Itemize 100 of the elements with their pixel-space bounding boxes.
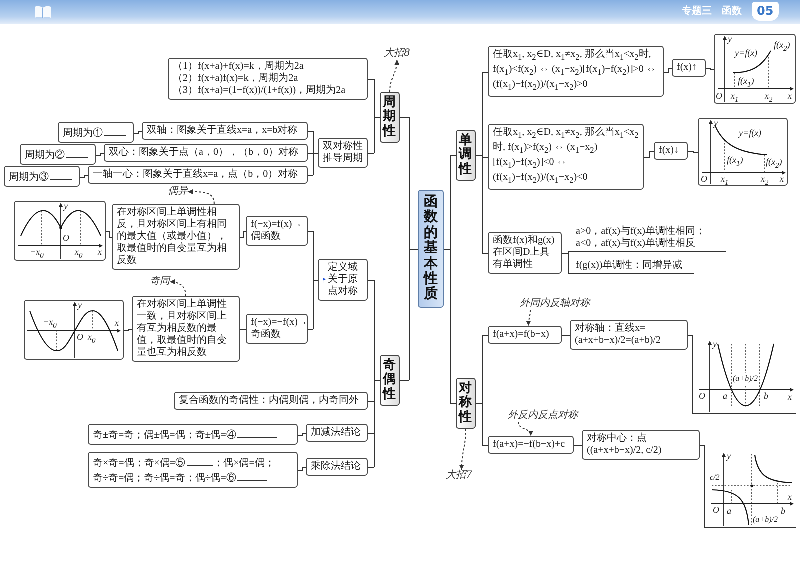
- handwritten-note: 大招8: [384, 48, 410, 60]
- underlined-topic: [574, 226, 726, 252]
- topic-box: [4, 166, 80, 187]
- topic-text: 定义域关于原点对称: [328, 262, 360, 298]
- dashed-arrow: [459, 428, 466, 470]
- connector-line: [240, 329, 246, 330]
- topic-text: （2）f(x+a)f(x)=k，周期为2a: [173, 73, 300, 85]
- topic-text: 在对称区间上单调性相反，且对称区间上有相同的最大值（或最小值），取最值时的自变量互为相反数: [117, 207, 228, 267]
- topic-box: [142, 122, 308, 140]
- connector-line: [574, 445, 582, 446]
- connector-line: [298, 467, 306, 471]
- axis-label: O: [701, 174, 708, 184]
- axis-label: f(x$_{1}$): [738, 76, 754, 90]
- axis-label: f(x$_{2}$): [766, 157, 782, 171]
- topic-box: [132, 296, 240, 362]
- central-topic-box: [418, 190, 444, 308]
- page-number: 05: [752, 2, 779, 21]
- topic-text: 双轴：图象关于直线x=a，x=b对称: [147, 125, 299, 137]
- connector-line: [400, 380, 410, 381]
- axis-label: b: [764, 391, 768, 401]
- topic-box: [654, 142, 688, 160]
- connector-line: [368, 153, 375, 154]
- topic-text: f(−x)=f(x)→偶函数: [251, 219, 303, 243]
- axis-label: y: [713, 339, 717, 349]
- dashed-arrow: [188, 189, 215, 204]
- topic-text: ；偶×偶=偶；: [214, 458, 275, 469]
- connector-line: [706, 68, 714, 70]
- topic-box: [488, 232, 562, 274]
- connector-line: [482, 335, 488, 336]
- dashed-arrow: [518, 422, 533, 436]
- topic-text: 奇÷奇=偶；奇÷偶=奇；偶÷偶=⑥: [93, 473, 236, 484]
- connector-line: [374, 79, 380, 154]
- topic-box: [246, 216, 308, 246]
- topic-text: 双心：图象关于点（a，0），（b，0）对称: [109, 147, 300, 159]
- topic-text: 周期为①: [63, 128, 103, 139]
- connector-line: [409, 117, 418, 381]
- connector-line: [308, 153, 314, 154]
- connector-line: [313, 131, 318, 176]
- connector-line: [568, 273, 574, 274]
- axis-label: y: [64, 201, 68, 211]
- topic-box: [582, 430, 700, 460]
- topic-box: [672, 59, 706, 77]
- topic-text: （1）f(x+a)+f(x)=k，周期为2a: [173, 61, 305, 72]
- connector-line: [644, 151, 654, 158]
- topic-box: [88, 166, 308, 184]
- axis-label: y=f(x): [739, 128, 762, 138]
- axis-label: c/2: [710, 473, 720, 483]
- branch-title: 奇偶性: [383, 359, 396, 402]
- underlined-topic: [574, 260, 694, 274]
- topic-box: [488, 436, 574, 454]
- topic-box: [246, 314, 308, 344]
- branch-title: 对称性: [459, 382, 472, 425]
- topic-text: a<0，af(x)与f(x)单调性相反: [576, 238, 696, 250]
- connector-line: [368, 433, 375, 434]
- header-text: 函数: [722, 6, 742, 18]
- topic-box: [174, 392, 368, 410]
- branch-title: 单调性: [459, 134, 472, 177]
- topic-box: [306, 424, 368, 442]
- axis-label: O: [713, 505, 720, 515]
- axis-label: a: [727, 506, 732, 516]
- connector-line: [308, 131, 314, 132]
- axis-label: x$_{2}$: [765, 91, 773, 105]
- topic-text: 任取x$_{1}$, x$_{2}$∈D, x$_{1}$≠x$_{2}$, 那么当x$_{1}$<x$_{2}$时, f(x$_{1}$)>f(x$_{2}$) ⇔ (x$_{1}$−x$_{2}$)[f(x$_{1}$)−f(x$_{2}$)]<0 ⇔ (f(x$_{1}$)−f(x$_{2}$))/(x$_{1}$−x$_{2}$)<0: [493, 127, 639, 187]
- handwritten-note: 偶异: [168, 186, 188, 198]
- branch-box: [456, 130, 476, 181]
- axis-label: x: [788, 91, 792, 101]
- connector-line: [308, 231, 314, 232]
- dashed-arrow: [170, 280, 186, 296]
- axis-label: O: [77, 332, 84, 342]
- dashed-arrow: [390, 60, 400, 92]
- dashed-arrow: [526, 310, 532, 326]
- topic-text: 在对称区间上单调性一致，且对称区间上有互为相反数的最值，取最值时的自变量也互为相反数: [137, 299, 228, 359]
- connector-line: [482, 445, 488, 446]
- connector-line: [368, 401, 375, 402]
- topic-box: [318, 259, 368, 301]
- axis-label: y=f(x): [735, 48, 758, 58]
- topic-text: 复合函数的奇偶性：内偶则偶，内奇同外: [179, 395, 360, 407]
- axis-label: O: [699, 391, 706, 401]
- topic-text: （3）f(x+a)=(1−f(x))/(1+f(x))，周期为2a: [173, 85, 347, 97]
- axis-label: b: [781, 506, 786, 516]
- axis-label: y: [78, 300, 82, 310]
- topic-box: [318, 138, 368, 168]
- topic-text: f(a+x)=f(b−x): [493, 329, 550, 341]
- connector-line: [562, 335, 570, 336]
- axis-label: x$_{1}$: [721, 174, 729, 188]
- axis-label: −x$_{0}$: [43, 317, 57, 331]
- topic-box: [88, 452, 298, 488]
- connector-line: [313, 231, 318, 330]
- connector-line: [368, 280, 375, 281]
- axis-label: y: [714, 118, 718, 128]
- topic-box: [570, 320, 688, 350]
- topic-text: f(x)↓: [659, 145, 680, 157]
- axis-label: (a+b)/2: [753, 515, 778, 525]
- axis-label: x: [788, 492, 792, 502]
- connector-line: [368, 467, 375, 468]
- connector-line: [482, 157, 488, 158]
- topic-box: [88, 424, 298, 445]
- connector-line: [664, 68, 672, 73]
- central-topic-title: 函数的基本性质: [424, 195, 438, 303]
- topic-text: f(x)↑: [677, 62, 698, 74]
